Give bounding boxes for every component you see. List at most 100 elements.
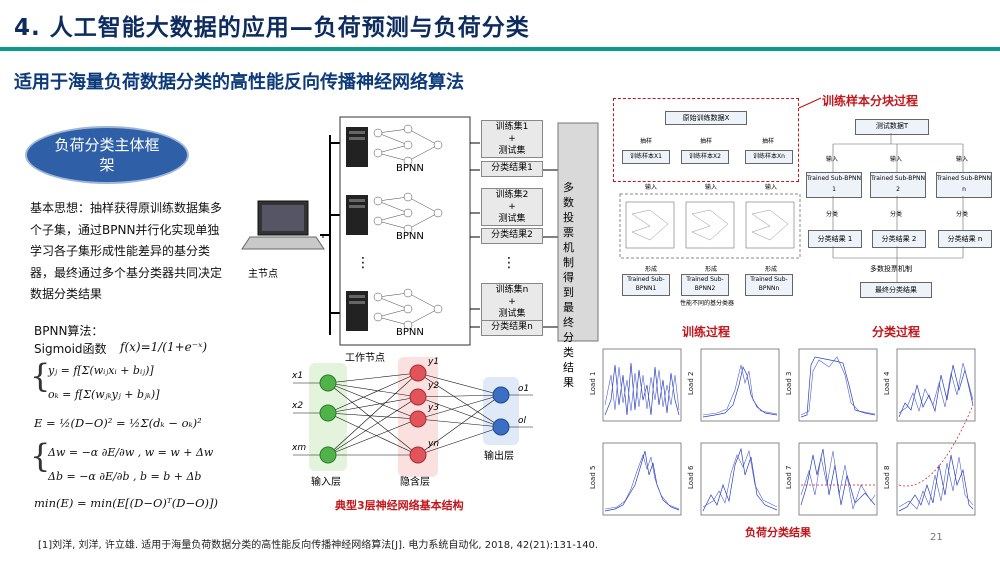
hidden-yn: yn <box>428 439 440 449</box>
results-caption: 负荷分类结果 <box>745 526 811 539</box>
classify-label: 分类 <box>956 211 969 218</box>
vote-label: 多数投票机制得到最终分类结果 <box>563 181 574 389</box>
trained-sub-1: Trained Sub-BPNN1 <box>622 274 670 296</box>
bpnn-label: BPNN算法： <box>34 324 104 338</box>
output-o1: o1 <box>518 384 530 394</box>
parallel-architecture <box>241 116 599 346</box>
brace-2: { <box>30 437 51 475</box>
trained-sub-n: Trained Sub-BPNNn <box>745 274 793 296</box>
block-highlight <box>613 98 799 182</box>
hidden-y3: y3 <box>428 403 440 413</box>
plot-load-6 <box>700 442 780 516</box>
hidden-node <box>409 410 427 428</box>
bpnn-label-2: BPNN <box>396 231 424 242</box>
flow-arrows <box>470 142 558 328</box>
plot-load-2 <box>700 348 780 422</box>
bpnn-label-1: BPNN <box>396 163 424 174</box>
train-sample-n: 训练样本Xn <box>745 150 793 164</box>
output-node <box>492 386 510 404</box>
plot-load-4 <box>896 348 976 422</box>
base-classifier-note: 性能不同的基分类器 <box>680 300 735 307</box>
citation: [1]刘洋, 刘洋, 许立雄. 适用于海量负荷数据分类的高性能反向传播神经网络算… <box>38 540 599 551</box>
eq-E: E = ½(D−O)² = ½Σ(dₖ − oₖ)² <box>34 416 202 430</box>
load-4-label: Load 4 <box>883 371 891 395</box>
input-label: 输入 <box>765 184 778 191</box>
sample-label: 抽样 <box>700 138 713 145</box>
sample-label: 抽样 <box>762 138 775 145</box>
server-icon <box>346 195 368 235</box>
train-sample-2: 训练样本X2 <box>681 150 729 164</box>
train-sample-1: 训练样本X1 <box>622 150 670 164</box>
classify-connectors <box>832 133 964 282</box>
three-layer-network <box>293 357 533 477</box>
trained-sub-2: Trained Sub-BPNN2 <box>681 274 729 296</box>
output-layer-label: 输出层 <box>484 451 514 462</box>
plot-load-5 <box>602 442 682 516</box>
load-8-label: Load 8 <box>883 465 891 489</box>
input-label: 输入 <box>705 184 718 191</box>
form-label: 形成 <box>765 266 778 273</box>
page-number: 21 <box>930 532 943 543</box>
hidden-y1: y1 <box>428 357 440 367</box>
eq-dw: Δw = −α ∂E/∂w , w = w + Δw <box>48 446 214 459</box>
classify-vote-label: 多数投票机制 <box>870 265 912 273</box>
mini-net <box>373 288 443 330</box>
red-arrow <box>798 97 822 109</box>
result-1: 分类结果1 <box>481 161 543 177</box>
hidden-layer-label: 隐含层 <box>400 477 430 488</box>
classify-trained-2: Trained Sub-BPNN 2 <box>870 172 926 198</box>
page-subtitle: 适用于海量负荷数据分类的高性能反向传播神经网络算法 <box>14 72 464 93</box>
train-set-2: 训练集2 + 测试集 <box>481 188 543 226</box>
vote-box <box>557 122 599 342</box>
sample-label: 抽样 <box>640 138 653 145</box>
classify-input-label: 输入 <box>956 156 969 163</box>
classify-trained-1: Trained Sub-BPNN 1 <box>806 172 862 198</box>
sub-bpnn-diagrams <box>619 193 801 259</box>
train-process-label: 训练过程 <box>682 325 731 339</box>
laptop-icon <box>241 200 325 250</box>
eq-o: oₖ = f[Σ(wⱼₖyⱼ + bⱼₖ)] <box>48 388 160 401</box>
input-label: 输入 <box>645 184 658 191</box>
input-node <box>319 374 337 392</box>
hidden-node <box>409 446 427 464</box>
input-x2: x2 <box>292 401 304 411</box>
sigmoid-label: Sigmoid函数 <box>34 342 107 356</box>
classify-result-n: 分类结果 n <box>938 230 992 248</box>
plot-load-1 <box>602 348 682 422</box>
result-2: 分类结果2 <box>481 228 543 244</box>
load-1-label: Load 1 <box>589 371 597 395</box>
load-3-label: Load 3 <box>785 371 793 395</box>
work-node-label: 工作节点 <box>345 353 385 364</box>
ellipsis: ⋮ <box>356 255 370 271</box>
page-title: 4. 人工智能大数据的应用—负荷预测与负荷分类 <box>14 15 530 41</box>
plot-load-3 <box>798 348 878 422</box>
plot-load-8 <box>896 404 976 516</box>
classify-top: 测试数据T <box>855 119 929 135</box>
eq-db: Δb = −α ∂E/∂b , b = b + Δb <box>48 470 202 483</box>
host-node-label: 主节点 <box>248 269 278 280</box>
server-icon <box>346 127 368 167</box>
classify-result-1: 分类结果 1 <box>808 230 862 248</box>
title-divider <box>0 47 1000 51</box>
classify-trained-n: Trained Sub-BPNN n <box>936 172 992 198</box>
server-icon <box>346 291 368 331</box>
bpnn-label-3: BPNN <box>396 327 424 338</box>
train-top: 原始训练数据X <box>665 111 747 125</box>
load-5-label: Load 5 <box>589 465 597 489</box>
result-n: 分类结果n <box>481 320 543 336</box>
output-layer-box <box>483 377 519 445</box>
classify-process-label: 分类过程 <box>872 325 921 339</box>
classify-input-label: 输入 <box>826 156 839 163</box>
input-node <box>319 404 337 422</box>
load-2-label: Load 2 <box>687 371 695 395</box>
output-node <box>492 418 510 436</box>
load-6-label: Load 6 <box>687 465 695 489</box>
eq-y: yⱼ = f[Σ(wᵢⱼxᵢ + bᵢⱼ)] <box>48 364 154 377</box>
output-ol: ol <box>518 416 527 426</box>
classify-final: 最终分类结果 <box>860 282 932 298</box>
input-xm: xm <box>292 443 307 453</box>
sigmoid-formula: f(x)=1/(1+e⁻ˣ) <box>120 340 208 354</box>
block-title: 训练样本分块过程 <box>822 94 919 108</box>
hidden-node <box>409 364 427 382</box>
train-set-n: 训练集n + 测试集 <box>481 283 543 321</box>
